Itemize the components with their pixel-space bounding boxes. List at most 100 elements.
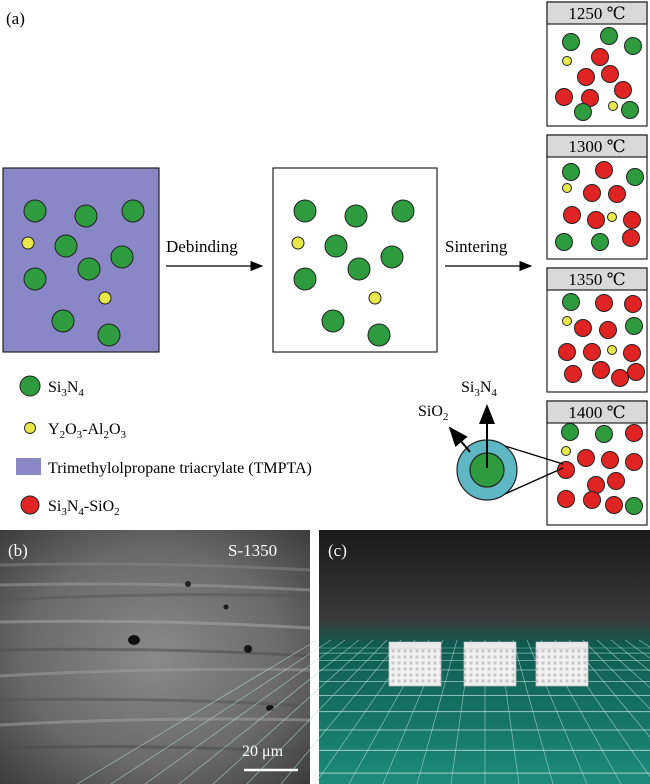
si3n4-sio2-particle [605,496,623,514]
sem-scale-label: 20 μm [242,743,284,760]
sem-sample-label: S-1350 [228,541,277,560]
sintering-aid-particle [562,316,572,326]
sintering-aid-particle [21,236,35,250]
panel-a-label: (a) [6,9,25,28]
si3n4-particle [97,323,121,347]
si3n4-sio2-particle [623,344,641,362]
sem-streak [0,745,311,754]
si3n4-particle [562,33,580,51]
si3n4-sio2-particle [625,424,643,442]
mat-grid-line [596,639,650,689]
core-label: Si3N4 [461,379,497,399]
si3n4-particle [391,199,415,223]
si3n4-sio2-particle [564,365,582,383]
lattice-sample [463,641,517,687]
si3n4-sio2-particle [555,88,573,106]
si3n4-sio2-particle [625,453,643,471]
legend-tmpta-label: Trimethylolpropane triacrylate (TMPTA) [48,460,312,477]
temperature-header [546,1,648,25]
mat-grid-line [110,639,332,784]
temperature-header [546,400,648,424]
si3n4-particle [595,425,613,443]
sem-streak [0,647,311,658]
temperature-label: 1300 ℃ [568,137,625,156]
sintering-aid-particle [607,345,617,355]
mat-grid-line [512,639,554,784]
si3n4-particle [321,309,345,333]
sem-streak [0,562,311,572]
si3n4-particle [621,101,639,119]
si3n4-sio2-particle [623,211,641,229]
lattice-sample [535,641,589,687]
temperature-header [546,134,648,158]
sem-pore [244,645,252,653]
si3n4-sio2-particle [601,65,619,83]
mat-grid-line [178,639,360,784]
si3n4-sio2-particle [558,343,576,361]
si3n4-sio2-particle [587,476,605,494]
si3n4-particle [625,317,643,335]
sem-streak [0,619,311,630]
mat-grid-line [582,639,650,710]
si3n4-sio2-particle [587,211,605,229]
si3n4-particle [77,257,101,281]
si3n4-particle [293,267,317,291]
si3n4-sio2-particle [557,490,575,508]
sintering-aid-particle [608,101,618,111]
mat-grid-line [568,639,650,738]
temperature-box: 1400 ℃ [546,400,648,526]
sintering-aid-particle [291,236,305,250]
si3n4-particle [121,199,145,223]
temperature-box: 1300 ℃ [546,134,648,260]
sem-pore [185,581,191,587]
sem-streak [0,667,311,678]
si3n4-particle [293,199,317,223]
sintering-aid-particle [98,291,112,305]
core-shell-schematic: Si3N4 SiO2 [418,379,564,501]
legend-tmpta-marker [16,458,41,475]
sem-pore [128,635,140,645]
si3n4-sio2-particle [624,295,642,313]
sem-streak [0,582,311,592]
si3n4-particle [555,233,573,251]
si3n4-sio2-particle [611,369,629,387]
si3n4-sio2-particle [622,229,640,247]
sintering-aid-particle [561,446,571,456]
sem-streak [0,593,311,602]
si3n4-particle [574,103,592,121]
lattice-sample [388,641,442,687]
si3n4-particle [347,257,371,281]
legend-si3n4-sio2-marker [20,495,40,515]
si3n4-sio2-particle [595,294,613,312]
sintering-aid-particle [607,212,617,222]
si3n4-sio2-particle [599,321,617,339]
si3n4-particle [344,204,368,228]
si3n4-particle [591,233,609,251]
si3n4-particle [626,168,644,186]
si3n4-sio2-particle [577,68,595,86]
sintering-aid-particle [562,56,572,66]
temperature-box: 1350 ℃ [546,267,648,393]
sem-texture [0,562,311,754]
si3n4-particle [23,267,47,291]
si3n4-sio2-particle [574,319,592,337]
legend-si3n4-sio2-label: Si3N4-SiO2 [48,498,120,518]
sem-streak [0,717,311,727]
si3n4-sio2-particle [591,48,609,66]
si3n4-sio2-particle [627,363,645,381]
temperature-header [546,267,648,291]
si3n4-sio2-particle [608,185,626,203]
si3n4-sio2-particle [607,472,625,490]
si3n4-particle [561,423,579,441]
sem-streak [0,697,311,708]
si3n4-sio2-particle [583,491,601,509]
si3n4-particle [367,323,391,347]
si3n4-sio2-particle [601,451,619,469]
si3n4-particle [324,234,348,258]
si3n4-sio2-particle [563,206,581,224]
mat-grid-line [610,639,650,672]
green-body-particles [21,199,145,347]
legend-si3n4-marker [19,375,41,397]
zoom-line-bottom [504,467,564,495]
